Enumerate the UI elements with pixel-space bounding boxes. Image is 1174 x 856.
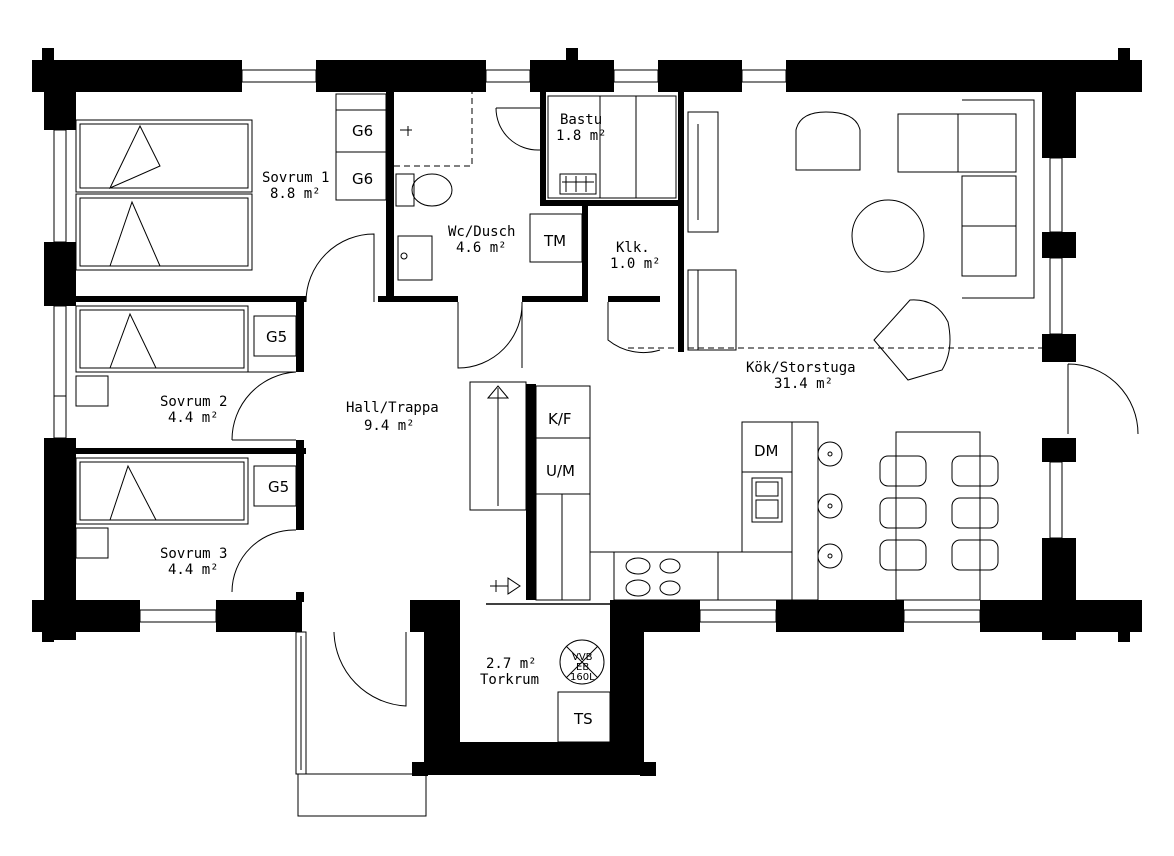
sovrum-2: G5 Sovrum 2 4.4 m² (75, 305, 297, 441)
sovrum-3: G5 Sovrum 3 4.4 m² (75, 457, 297, 593)
wc-dusch: Wc/Dusch 4.6 m² TM (394, 92, 583, 369)
bastu: Bastu 1.8 m² (547, 95, 677, 199)
wc-area: 4.6 m² (456, 240, 507, 256)
torkrum-area: 2.7 m² (486, 656, 537, 672)
g6-box-1: G6 (352, 122, 373, 140)
klk-area: 1.0 m² (610, 256, 661, 272)
kf-box: K/F (548, 410, 572, 428)
g6-box-2: G6 (352, 170, 373, 188)
vvb-label-1: VVB (572, 652, 593, 663)
g5-box-1: G5 (266, 328, 287, 346)
vvb-label-3: 160L (570, 672, 595, 683)
sovrum-1-name: Sovrum 1 (262, 170, 329, 186)
torkrum-name: Torkrum (480, 672, 539, 688)
bastu-name: Bastu (560, 112, 602, 128)
g5-box-2: G5 (268, 478, 289, 496)
sovrum-2-area: 4.4 m² (168, 410, 219, 426)
sovrum-3-name: Sovrum 3 (160, 546, 227, 562)
um-box: U/M (546, 462, 575, 480)
wc-name: Wc/Dusch (448, 224, 515, 240)
dm-box: DM (754, 442, 779, 460)
hall-trappa: Hall/Trappa 9.4 m² (305, 233, 612, 605)
tm-box: TM (543, 232, 566, 250)
vvb-label-2: EB (576, 662, 589, 673)
bastu-area: 1.8 m² (556, 128, 607, 144)
kok-area: 31.4 m² (774, 376, 833, 392)
klk-name: Klk. (616, 240, 650, 256)
hall-name: Hall/Trappa (346, 400, 439, 416)
windows (44, 60, 1076, 632)
interior-walls (76, 92, 684, 602)
sovrum-1-area: 8.8 m² (270, 186, 321, 202)
klk: Klk. 1.0 m² (607, 111, 737, 354)
kok-storstuga: Kök/Storstuga 31.4 m² DM (535, 99, 1139, 601)
torkrum: 2.7 m² Torkrum VVB EB 160L TS (480, 639, 611, 743)
sovrum-1: G6 G6 Sovrum 1 8.8 m² (75, 93, 387, 271)
ts-box: TS (573, 710, 593, 728)
sovrum-3-area: 4.4 m² (168, 562, 219, 578)
kok-name: Kök/Storstuga (746, 360, 856, 376)
entry-porch (295, 631, 427, 817)
sovrum-2-name: Sovrum 2 (160, 394, 227, 410)
hall-area: 9.4 m² (364, 418, 415, 434)
